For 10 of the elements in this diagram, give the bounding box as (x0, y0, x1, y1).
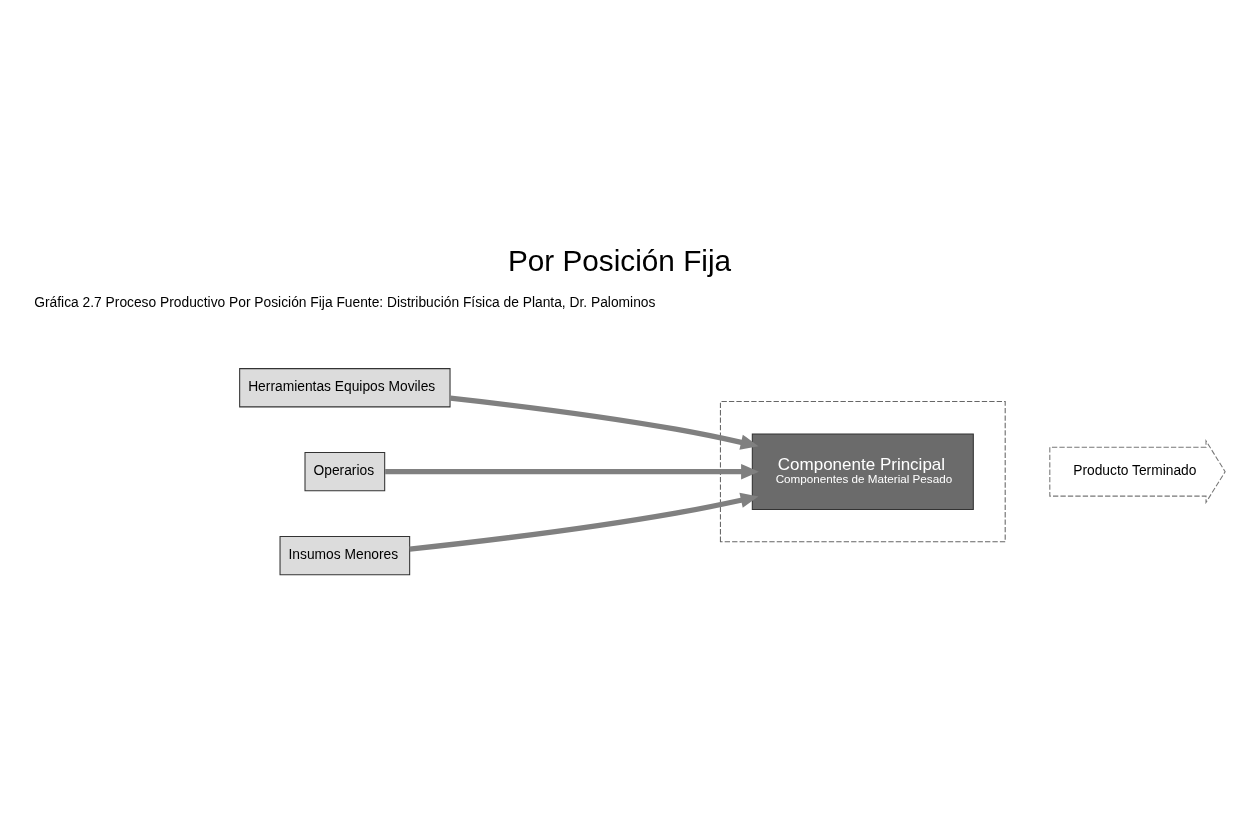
arrow (409, 492, 759, 552)
caption: Gráfica 2.7 Proceso Productivo Por Posición Fija Fuente: Distribución Física de Planta, Dr. Palominos (34, 294, 656, 311)
arrow (450, 395, 759, 450)
node-box: Operarios (304, 452, 386, 492)
cluster (719, 401, 1006, 543)
diagram-title: Por Posición Fija (507, 244, 732, 278)
node-box: Componente Principal Componentes de Material Pesado (751, 433, 974, 510)
node-box: Insumos Menores (279, 535, 411, 576)
arrow (385, 463, 759, 480)
node-box: Herramientas Equipos Moviles (239, 368, 451, 408)
